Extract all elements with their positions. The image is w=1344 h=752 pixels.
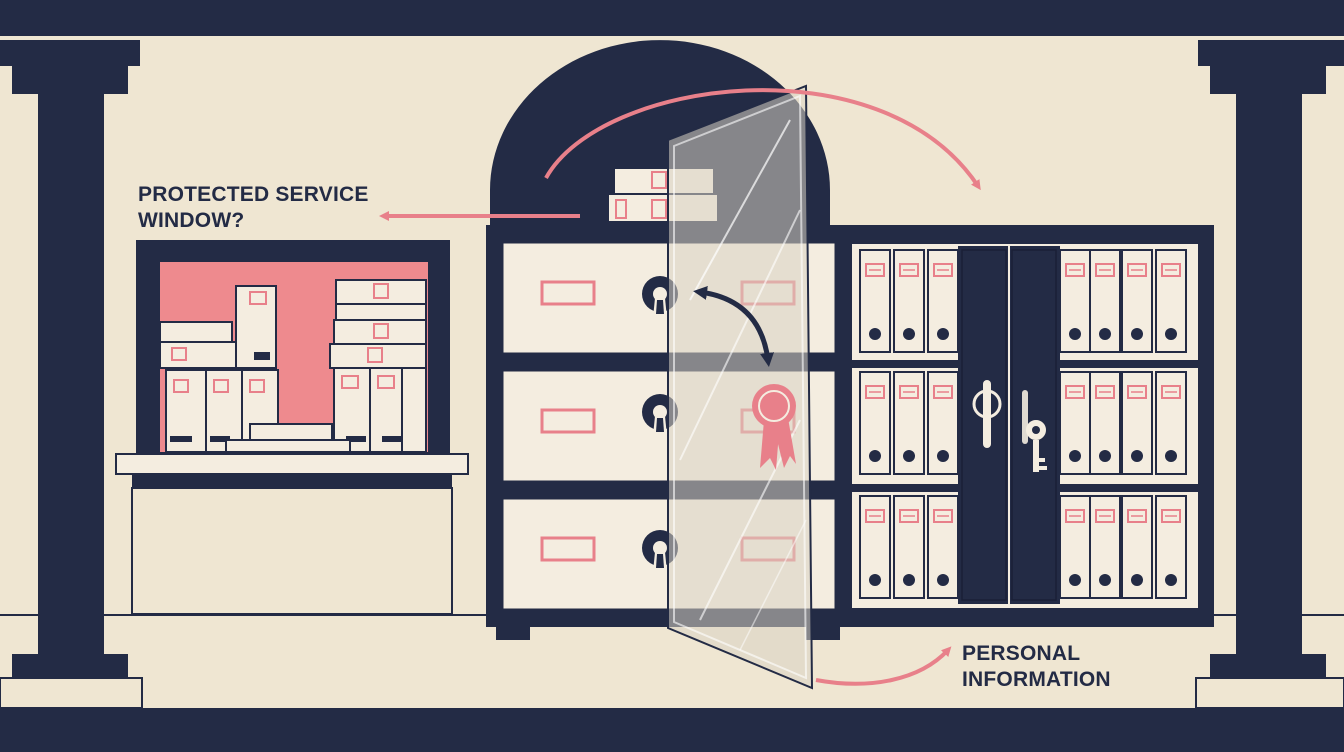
- left-pillar: [0, 40, 143, 709]
- label-line: WINDOW?: [138, 209, 245, 232]
- arrow-icon: [544, 88, 981, 191]
- rosette-seal-icon: [752, 384, 796, 470]
- key-icon: [1022, 390, 1048, 472]
- protected-service-window-label: PROTECTED SERVICE WINDOW?: [138, 182, 369, 234]
- door-handle: [972, 380, 1002, 448]
- top-border: [0, 0, 1344, 36]
- arrow-icon: [693, 285, 775, 367]
- file-stack-left: [159, 285, 333, 453]
- file-stack-right: [329, 279, 427, 453]
- right-pillar: [1195, 40, 1344, 709]
- personal-information-label: PERSONAL INFORMATION: [962, 641, 1111, 693]
- binder-cabinet: [836, 225, 1214, 627]
- arrow-icon: [815, 646, 952, 686]
- glass-door: [667, 84, 814, 690]
- label-line: PERSONAL: [962, 642, 1081, 665]
- bottom-border: [0, 708, 1344, 752]
- label-line: PROTECTED SERVICE: [138, 183, 369, 206]
- label-line: INFORMATION: [962, 668, 1111, 691]
- service-window: [115, 240, 469, 615]
